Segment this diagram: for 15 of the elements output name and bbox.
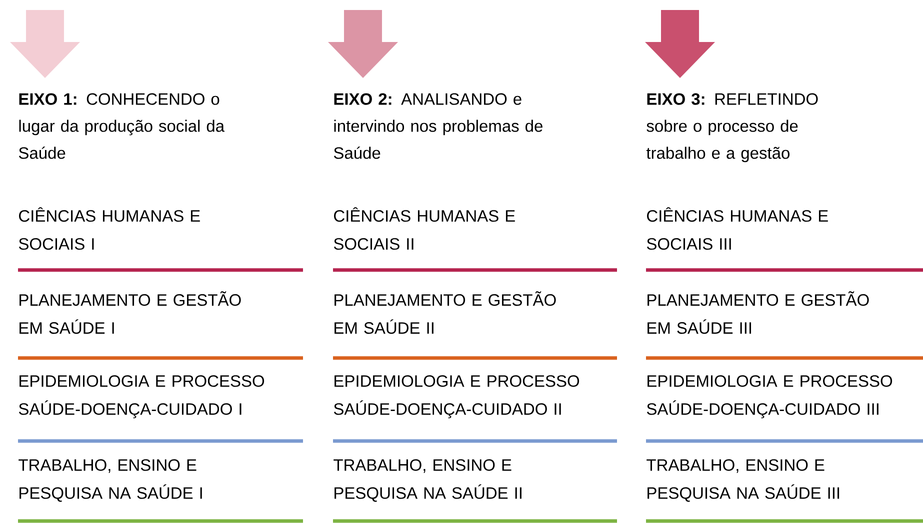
course-title: CIÊNCIAS HUMANAS E SOCIAIS I bbox=[18, 207, 200, 250]
heading: EIXO 3: REFLETINDO sobre o processo de trabalho e a gestão bbox=[646, 93, 818, 162]
course-title: EPIDEMIOLOGIA E PROCESSO SAÚDE-DOENÇA-CUIDADO III bbox=[646, 375, 892, 418]
course-title: PLANEJAMENTO E GESTÃO EM SAÚDE II bbox=[334, 291, 556, 334]
course-title: PLANEJAMENTO E GESTÃO EM SAÚDE I bbox=[20, 291, 241, 334]
course-title: TRABALHO, ENSINO E PESQUISA NA SAÚDE II bbox=[334, 459, 522, 502]
course-title: CIÊNCIAS HUMANAS E SOCIAIS II bbox=[334, 207, 515, 250]
course-title: TRABALHO, ENSINO E PESQUISA NA SAÚDE III bbox=[646, 459, 840, 502]
course-title: CIÊNCIAS HUMANAS E SOCIAIS III bbox=[646, 207, 828, 250]
heading: EIXO 2: ANALISANDO e intervindo nos problemas de Saúde bbox=[334, 93, 542, 159]
course-title: TRABALHO, ENSINO E PESQUISA NA SAÚDE I bbox=[18, 459, 202, 502]
heading: EIXO 1: CONHECENDO o lugar da produção social da Saúde bbox=[18, 93, 225, 159]
course-title: EPIDEMIOLOGIA E PROCESSO SAÚDE-DOENÇA-CUIDADO I bbox=[18, 375, 264, 418]
course-title: PLANEJAMENTO E GESTÃO EM SAÚDE III bbox=[648, 291, 869, 334]
course-title: EPIDEMIOLOGIA E PROCESSO SAÚDE-DOENÇA-CUIDADO II bbox=[334, 375, 580, 418]
